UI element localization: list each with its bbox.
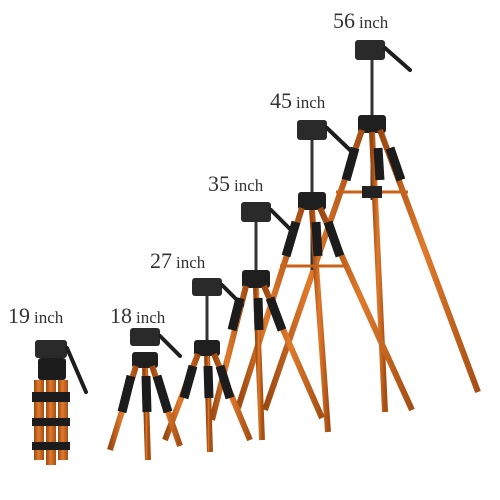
tripod-18-inch <box>107 328 183 461</box>
height-label-value: 35 <box>208 171 230 196</box>
height-label-unit: inch <box>34 308 64 327</box>
tripod-27-inch <box>162 278 253 453</box>
height-label-unit: inch <box>359 13 389 32</box>
tripod-56-inch <box>262 40 481 413</box>
height-label-unit: inch <box>176 253 206 272</box>
tripod-19-inch-folded <box>32 340 88 465</box>
height-label-value: 56 <box>333 8 355 33</box>
height-label-value: 27 <box>150 248 172 273</box>
tripod-35-inch <box>209 202 325 441</box>
height-label-unit: inch <box>296 93 326 112</box>
height-label-value: 45 <box>270 88 292 113</box>
tripod-45-inch <box>235 120 415 433</box>
height-label-unit: inch <box>136 308 166 327</box>
height-label-unit: inch <box>234 176 264 195</box>
height-label-value: 18 <box>110 303 132 328</box>
height-label-value: 19 <box>8 303 30 328</box>
